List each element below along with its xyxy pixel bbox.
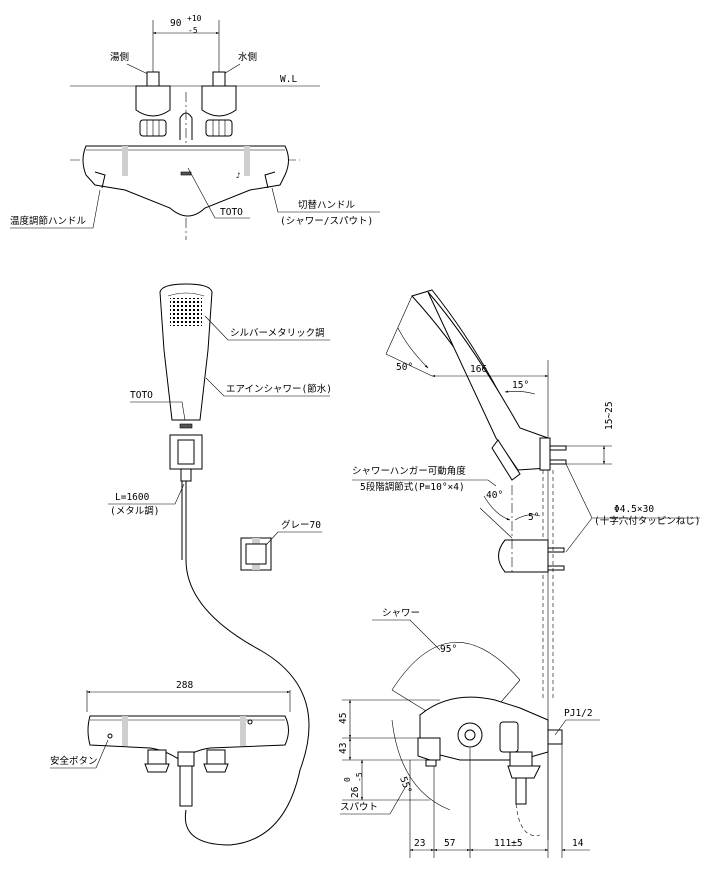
angle-40-label: 40°: [486, 490, 503, 501]
shower-label: シャワー: [382, 608, 420, 619]
dim-57-label: 57: [444, 838, 455, 849]
switch-handle-sub-label: (シャワー/スパウト): [280, 216, 373, 227]
hose-length-label: L=1600: [115, 492, 150, 503]
dim-15-25-label: 15~25: [604, 401, 615, 430]
top-width-tol-minus: -5: [188, 26, 198, 35]
dim-26-tol-minus: -5: [355, 772, 364, 782]
side-view-hanger: 50° 166 15° 15~25 40° 5° シャワーハンガー可動角度 5段…: [352, 289, 700, 840]
width-288-dim: 288: [176, 680, 193, 691]
hanger-steps-label: 5段階調節式(P=10°×4): [360, 481, 465, 493]
dim-23-label: 23: [414, 838, 425, 849]
angle-5-label: 5°: [528, 512, 539, 523]
switch-handle-label: 切替ハンドル: [298, 199, 356, 211]
dim-26-tol-plus: 0: [343, 777, 352, 782]
dim-45-label: 45: [338, 713, 349, 724]
bottom-view: 288 安全ボタン: [50, 680, 291, 807]
top-width-dim: 90: [170, 18, 182, 29]
silver-metallic-label: シルバーメタリック調: [230, 327, 325, 339]
spout-label: スパウト: [340, 802, 378, 813]
dim-111-label: 111±5: [494, 838, 523, 849]
hot-side-label: 湯側: [110, 51, 129, 63]
brand-top-label: TOTO: [220, 207, 243, 218]
cold-side-label: 水側: [238, 51, 257, 63]
switch-mark-icon: ♪: [236, 171, 241, 180]
pj-label: PJ1/2: [564, 708, 593, 719]
dim-26-label: 26: [350, 786, 361, 798]
top-view: 90 +10 -5 湯側 水側 W.L: [10, 14, 380, 240]
hanger-detail: グレー70: [240, 519, 322, 571]
hanger-angle-label: シャワーハンガー可動角度: [352, 465, 466, 477]
dim-43-label: 43: [338, 743, 349, 754]
gray-label: グレー70: [281, 519, 321, 531]
temp-handle-label: 温度調節ハンドル: [10, 215, 87, 227]
brand-shower-label: TOTO: [130, 390, 153, 401]
dim-166-label: 166: [470, 364, 487, 375]
safety-button-label: 安全ボタン: [50, 755, 98, 767]
angle-50-label: 50°: [396, 362, 413, 373]
hose-sub-label: (メタル調): [110, 505, 159, 517]
top-width-tol-plus: +10: [187, 14, 202, 23]
angle-95-label: 95°: [440, 644, 457, 655]
air-in-shower-label: エアインシャワー(節水): [226, 383, 332, 395]
screw-sub-label: (十字穴付タッピンねじ): [594, 515, 700, 527]
shower-head-front: シルバーメタリック調 TOTO エアインシャワー(節水) L=1600 (メタル…: [108, 283, 332, 846]
angle-15-label: 15°: [512, 380, 529, 391]
side-view-faucet: 95° 55° PJ1/2 45 43 26 0 -5: [338, 608, 600, 858]
dim-14-label: 14: [572, 838, 584, 849]
wall-line-label: W.L: [280, 74, 297, 85]
screw-label: Φ4.5×30: [614, 504, 654, 515]
